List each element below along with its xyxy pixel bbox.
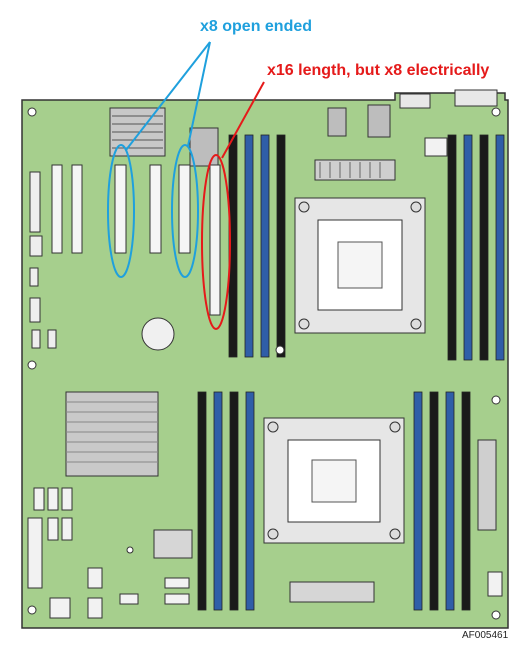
lower-misc-chips	[49, 529, 503, 619]
x8-slot-highlight-1	[107, 144, 135, 278]
dimm-bank-lower-left	[197, 391, 255, 611]
vrm-heatsink-2	[477, 439, 497, 531]
pcie-slot-5	[178, 164, 191, 254]
x16-slot-highlight	[201, 154, 231, 330]
mounting-holes	[27, 107, 501, 620]
pcie-slot-4	[149, 164, 162, 254]
dimm-bank-upper-right	[447, 134, 505, 361]
rear-io-connectors	[327, 89, 498, 157]
x16-annotation	[201, 81, 265, 330]
x8-open-ended-annotation	[107, 41, 211, 278]
pcie-slot-1	[51, 164, 63, 254]
pcie-slot-3	[114, 164, 127, 254]
pch-heatsink	[65, 391, 159, 477]
x8-slot-highlight-2	[171, 144, 199, 278]
cmos-battery	[141, 317, 175, 351]
x16-electrical-label: x16 length, but x8 electrically	[267, 62, 490, 79]
x8-open-ended-label: x8 open ended	[200, 18, 313, 35]
onboard-chip-top	[109, 107, 166, 157]
atx-power-connector	[27, 517, 43, 589]
vrm-heatsink-1	[314, 159, 396, 181]
pcie-slot-6-x16	[209, 164, 221, 316]
sata-connectors	[33, 487, 73, 541]
left-edge-connectors	[29, 171, 57, 349]
x8-pointer-line-2	[187, 41, 211, 147]
pcie-slot-2	[71, 164, 83, 254]
x16-pointer-line	[221, 81, 265, 159]
vrm-fins-1	[319, 162, 381, 178]
pcie-slots	[51, 164, 221, 316]
x8-pointer-line-1	[125, 41, 211, 151]
chipset-heatsink	[189, 127, 219, 167]
dimm-bank-upper-left	[228, 134, 286, 358]
cpu-socket-1	[294, 197, 426, 334]
cpu-socket-2	[263, 417, 405, 544]
dimm-bank-lower-right	[413, 391, 471, 611]
figure-id-label: AF005461	[462, 630, 509, 641]
